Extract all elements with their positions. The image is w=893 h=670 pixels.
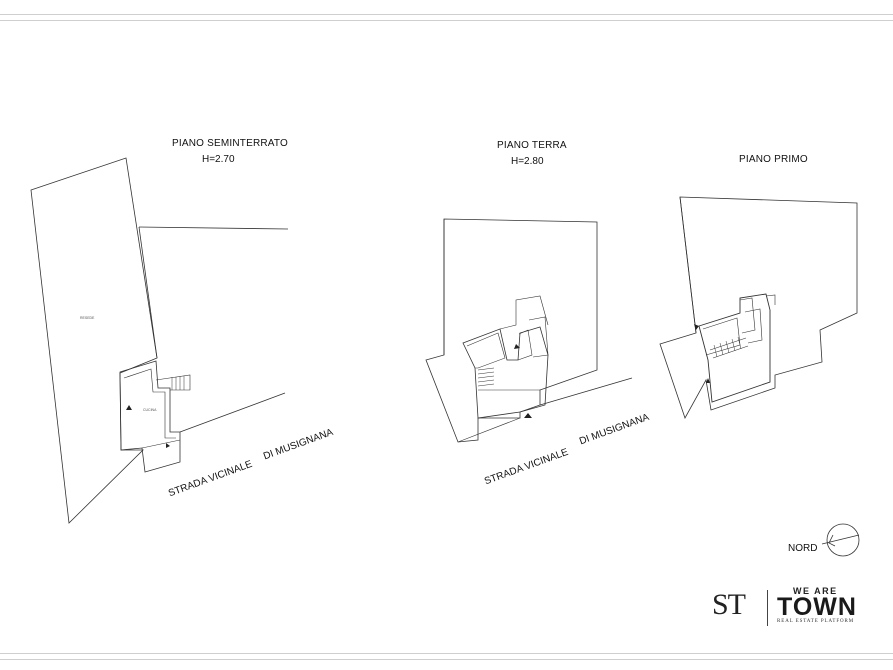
platform-text: REAL ESTATE PLATFORM (777, 619, 855, 624)
floor-title-seminterrato: PIANO SEMINTERRATO (172, 138, 289, 149)
plan-seminterrato-outline (30, 157, 158, 524)
plan-terra-outline (425, 218, 598, 443)
top-border-line-inner (0, 20, 893, 21)
plan-primo-outline (659, 196, 858, 419)
bottom-border-line (0, 653, 893, 654)
plan-seminterrato-road-line (179, 392, 286, 433)
logo-divider (767, 590, 768, 626)
plan-seminterrato-lot-side (138, 226, 158, 359)
floor-title-terra: PIANO TERRA (497, 140, 567, 151)
plan-seminterrato-lot-line (138, 226, 289, 230)
floor-height-seminterrato: H=2.70 (202, 154, 235, 165)
room-label-cucina: CUCINA (143, 408, 157, 412)
plan-terra-road-line (539, 377, 633, 406)
top-border-line (0, 14, 893, 15)
bottom-border-line-inner (0, 659, 893, 660)
north-compass-circle (826, 523, 860, 557)
town-logo: TOWN (777, 593, 857, 621)
st-logo: ST (712, 588, 746, 621)
floor-height-terra: H=2.80 (511, 156, 544, 167)
we-are-text: WE ARE (793, 586, 838, 596)
plan-primo-building (698, 293, 771, 403)
north-label: NORD (788, 543, 818, 554)
room-label-resede: RESEDE (80, 316, 95, 320)
plan-terra-building (462, 326, 549, 419)
floor-title-primo: PIANO PRIMO (739, 154, 808, 165)
